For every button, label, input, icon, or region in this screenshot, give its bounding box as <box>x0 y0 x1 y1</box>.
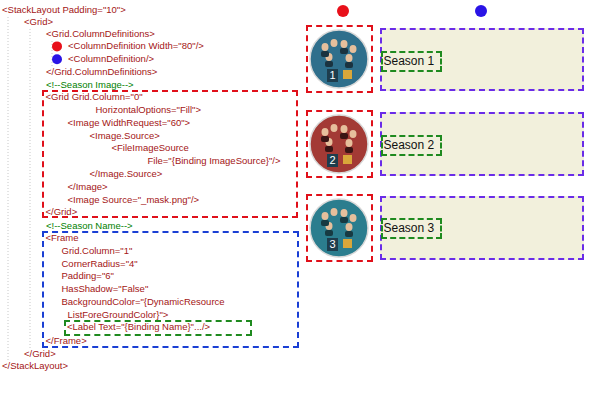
code-line: HorizontalOptions="Fill"> <box>96 104 201 116</box>
frame-cell: Season 3 <box>380 196 584 260</box>
code-line: <Image Source="_mask.png"/> <box>68 194 200 206</box>
season-image <box>310 115 368 173</box>
code-line: <ColumnDefinition Width="80"/> <box>68 40 204 52</box>
code-line: </Image> <box>68 181 108 193</box>
code-line: </Frame> <box>46 335 87 347</box>
code-line: <Image WidthRequest="60"> <box>68 117 191 129</box>
code-line: <FileImageSource <box>112 142 189 154</box>
season-number: 1 <box>327 69 337 82</box>
code-line: </StackLayout> <box>2 360 68 372</box>
image-cell: 2 <box>306 110 373 178</box>
label-box: Season 3 <box>381 218 442 239</box>
code-comment: <!--Season Image--> <box>46 79 134 91</box>
label-box: Season 1 <box>381 51 442 72</box>
frame-cell: Season 2 <box>380 112 584 176</box>
code-line: HasShadow="False" <box>62 283 149 295</box>
code-line: </Image.Source> <box>90 168 163 180</box>
code-line: <ColumnDefinition/> <box>68 53 154 65</box>
season-image <box>310 199 368 257</box>
column-dot <box>475 5 487 17</box>
frame-cell: Season 1 <box>380 28 584 91</box>
season-name: Season 2 <box>384 138 435 152</box>
code-line: File="{Binding ImageSource}"/> <box>148 155 281 167</box>
image-cell: 3 <box>306 194 373 262</box>
code-region: <Label Text="{Binding Name}".../> <FrameG… <box>42 231 299 348</box>
code-line: CornerRadius="4" <box>62 258 138 270</box>
code-comment: <!--Season Name--> <box>46 220 133 232</box>
column-dot <box>52 54 62 64</box>
season-number: 2 <box>327 154 337 167</box>
code-line: BackgroundColor="{DynamicResource <box>62 296 225 308</box>
code-line: Padding="6" <box>62 270 114 282</box>
image-cell: 1 <box>306 25 373 93</box>
season-number: 3 <box>327 238 337 251</box>
code-line: <Frame <box>46 232 79 244</box>
code-line: <StackLayout Padding="10"> <box>2 4 126 16</box>
code-line: </Grid> <box>24 348 56 360</box>
label-box: Season 2 <box>381 135 442 156</box>
indent-guides <box>8 17 52 360</box>
code-line: <Grid Grid.Column="0" <box>46 91 143 103</box>
code-region: <Grid Grid.Column="0"HorizontalOptions="… <box>42 90 298 218</box>
code-line: <Grid.ColumnDefinitions> <box>46 28 155 40</box>
code-line: Grid.Column="1" <box>62 245 133 257</box>
season-name: Season 1 <box>384 54 435 68</box>
code-line: <Image.Source> <box>90 130 160 142</box>
column-dot <box>337 5 349 17</box>
season-image <box>310 30 368 88</box>
code-line: ListForeGroundColor}"> <box>68 309 169 321</box>
code-region: <Label Text="{Binding Name}".../> <box>64 320 252 336</box>
code-line: <Label Text="{Binding Name}".../> <box>67 321 210 333</box>
code-line: <Grid> <box>24 16 53 28</box>
code-line: </Grid> <box>46 206 78 218</box>
season-name: Season 3 <box>384 221 435 235</box>
code-line: </Grid.ColumnDefinitions> <box>46 66 157 78</box>
column-dot <box>52 41 62 51</box>
